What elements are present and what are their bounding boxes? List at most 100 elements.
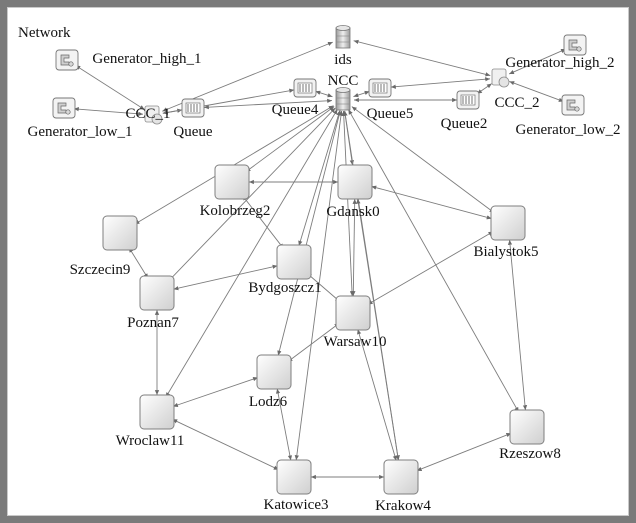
node-label: Queue4 xyxy=(272,102,319,118)
node-gda[interactable]: Gdansk0 xyxy=(326,164,380,220)
node-gh2[interactable]: Generator_high_2 xyxy=(505,34,615,71)
node-label: Krakow4 xyxy=(375,498,431,514)
city-node-box[interactable] xyxy=(490,205,526,241)
node-label: Generator_low_1 xyxy=(28,124,133,140)
node-wro[interactable]: Wroclaw11 xyxy=(116,394,185,449)
node-label: Wroclaw11 xyxy=(116,433,185,449)
database-icon xyxy=(335,25,351,49)
node-label: Generator_high_1 xyxy=(92,51,201,67)
node-label: Queue5 xyxy=(367,106,414,122)
node-ccc1[interactable]: CCC_1 xyxy=(125,105,171,125)
node-kra[interactable]: Krakow4 xyxy=(375,459,431,514)
edge-szc-poz xyxy=(128,247,149,279)
edge-ncc-byd xyxy=(298,110,341,246)
node-q5[interactable]: Queue5 xyxy=(367,78,414,122)
generator-icon xyxy=(52,97,76,119)
router-icon xyxy=(491,68,510,88)
node-ncc[interactable]: NCC xyxy=(328,73,359,111)
city-node-box[interactable] xyxy=(256,354,292,390)
edge-wro-kat xyxy=(172,418,279,471)
node-label: Warsaw10 xyxy=(324,334,387,350)
queue-icon xyxy=(368,78,392,98)
edge-poz-byd xyxy=(173,264,278,291)
edge-q4-ncc xyxy=(315,90,333,98)
node-q2[interactable]: Queue2 xyxy=(441,90,488,132)
city-node-box[interactable] xyxy=(276,459,312,495)
database-icon xyxy=(335,87,351,111)
node-label: Queue xyxy=(173,124,212,140)
node-byd[interactable]: Bydgoszcz1 xyxy=(248,244,322,296)
node-gl1[interactable]: Generator_low_1 xyxy=(28,97,133,140)
city-node-box[interactable] xyxy=(102,215,138,251)
edge-gda-bia xyxy=(371,185,492,220)
edge-ncc-wro xyxy=(165,109,338,398)
node-lod[interactable]: Lodz6 xyxy=(249,354,292,410)
edge-ccc2-q2 xyxy=(476,83,493,95)
city-node-box[interactable] xyxy=(383,459,419,495)
node-label: CCC_2 xyxy=(494,95,539,111)
edge-bia-rze xyxy=(507,239,528,411)
edge-lod-kat xyxy=(275,388,293,461)
node-label: Bydgoszcz1 xyxy=(248,280,321,296)
node-label: CCC_1 xyxy=(125,106,170,122)
node-kat[interactable]: Katowice3 xyxy=(264,459,329,513)
node-bia[interactable]: Bialystok5 xyxy=(473,205,539,260)
city-node-box[interactable] xyxy=(337,164,373,200)
generator-icon xyxy=(563,34,587,56)
edge-kol-byd xyxy=(242,195,284,249)
city-node-box[interactable] xyxy=(509,409,545,445)
edge-gda-war xyxy=(351,198,357,297)
node-gh1[interactable]: Generator_high_1 xyxy=(55,49,202,71)
node-label: Poznan7 xyxy=(127,315,179,331)
node-szc[interactable]: Szczecin9 xyxy=(70,215,138,278)
node-ccc2[interactable]: CCC_2 xyxy=(491,68,540,111)
edge-lod-wro xyxy=(172,377,259,407)
city-node-box[interactable] xyxy=(139,275,175,311)
edge-bia-war xyxy=(367,231,494,305)
edge-war-kra xyxy=(357,329,397,461)
node-label: Queue2 xyxy=(441,116,488,132)
router-icon xyxy=(144,105,163,125)
city-node-box[interactable] xyxy=(335,295,371,331)
edge-q5-ncc xyxy=(353,90,370,98)
queue-icon xyxy=(181,98,205,118)
node-label: ids xyxy=(334,52,352,68)
edge-gh1-ccc1 xyxy=(75,65,145,110)
edge-gl2-ccc2 xyxy=(509,81,564,102)
edge-war-lod xyxy=(287,322,340,363)
edge-ccc2-ids xyxy=(353,39,491,77)
node-gl2[interactable]: Generator_low_2 xyxy=(516,94,621,138)
node-label: Bialystok5 xyxy=(473,244,538,260)
node-ids[interactable]: ids xyxy=(334,25,352,69)
node-kol[interactable]: Kolobrzeg2 xyxy=(200,164,271,219)
generator-icon xyxy=(55,49,79,71)
node-label: Generator_high_2 xyxy=(505,55,614,71)
edge-ncc-rze xyxy=(348,109,520,413)
node-label: Kolobrzeg2 xyxy=(200,203,271,219)
diagram-title: Network xyxy=(18,25,71,41)
node-label: Rzeszow8 xyxy=(499,446,561,462)
node-poz[interactable]: Poznan7 xyxy=(127,275,179,331)
edge-ncc-lod xyxy=(277,110,342,356)
edge-byd-war xyxy=(306,272,341,303)
queue-icon xyxy=(293,78,317,98)
edge-gh2-ccc2 xyxy=(508,48,567,75)
node-label: NCC xyxy=(328,73,359,89)
node-q[interactable]: Queue xyxy=(173,98,213,140)
generator-icon xyxy=(561,94,585,116)
node-rze[interactable]: Rzeszow8 xyxy=(499,409,561,462)
node-war[interactable]: Warsaw10 xyxy=(324,295,387,350)
node-label: Katowice3 xyxy=(264,497,329,513)
city-node-box[interactable] xyxy=(214,164,250,200)
queue-icon xyxy=(456,90,480,110)
node-label: Generator_low_2 xyxy=(516,122,621,138)
edge-kra-rze xyxy=(416,432,512,472)
edge-gl1-ccc1 xyxy=(73,107,144,116)
nodes-layer: idsNCCCCC_1CCC_2Generator_high_1Generato… xyxy=(28,25,621,514)
node-q4[interactable]: Queue4 xyxy=(272,78,319,118)
node-label: Gdansk0 xyxy=(326,204,379,220)
city-node-box[interactable] xyxy=(139,394,175,430)
edge-ccc2-q5 xyxy=(390,77,491,89)
city-node-box[interactable] xyxy=(276,244,312,280)
